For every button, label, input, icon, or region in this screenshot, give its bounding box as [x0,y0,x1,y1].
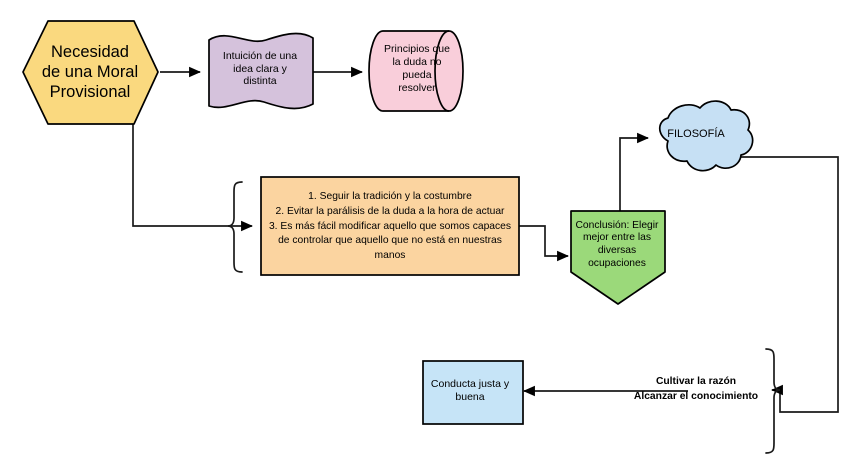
node-cylinder-principios-duda[interactable] [368,30,464,112]
node-pentagon-conclusion-elegir[interactable] [570,210,666,305]
brace-cultivate-right [765,348,781,454]
node-cloud-filosofia[interactable] [658,100,754,172]
brace-list-left [227,181,243,273]
node-flag-intuicion-idea-clara[interactable] [208,32,314,110]
connector-hexagon-to-list [132,122,253,232]
connector-cloud-to-brace [733,156,839,413]
connector-pentagon-to-cloud [619,132,649,216]
node-hexagon-necesidad-moral-provisional[interactable] [22,20,159,125]
connector-list-to-pentagon [518,225,569,262]
node-conducta-justa-buena[interactable] [422,360,524,425]
node-list-maximas-morales[interactable] [260,176,520,276]
